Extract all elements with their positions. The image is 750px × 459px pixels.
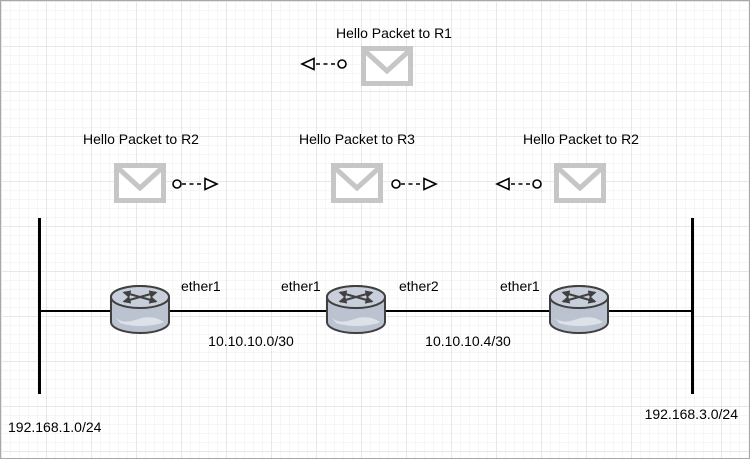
lan-label: 192.168.1.0/24 [8,419,102,435]
envelope-icon[interactable] [554,163,606,203]
packet-direction-left-arrow-icon[interactable] [495,176,543,192]
packet-label: Hello Packet to R2 [523,131,639,147]
envelope-icon[interactable] [331,163,383,203]
lan-label: 192.168.3.0/24 [644,406,738,422]
envelope-icon[interactable] [114,163,166,203]
lan-segment-line[interactable] [691,218,694,394]
interface-label: ether2 [399,278,439,294]
router-icon[interactable] [548,284,610,334]
envelope-icon[interactable] [361,46,413,86]
router-icon[interactable] [325,284,387,334]
interface-label: ether1 [500,278,540,294]
lan-segment-line[interactable] [38,218,41,394]
packet-label: Hello Packet to R2 [83,131,199,147]
interface-label: ether1 [281,278,321,294]
packet-direction-right-arrow-icon[interactable] [390,176,438,192]
router-icon[interactable] [109,284,171,334]
packet-label: Hello Packet to R1 [336,25,452,41]
subnet-label: 10.10.10.0/30 [208,333,294,349]
packet-direction-left-arrow-icon[interactable] [300,56,348,72]
packet-label: Hello Packet to R3 [299,131,415,147]
subnet-label: 10.10.10.4/30 [425,333,511,349]
interface-label: ether1 [181,278,221,294]
packet-direction-right-arrow-icon[interactable] [171,176,219,192]
